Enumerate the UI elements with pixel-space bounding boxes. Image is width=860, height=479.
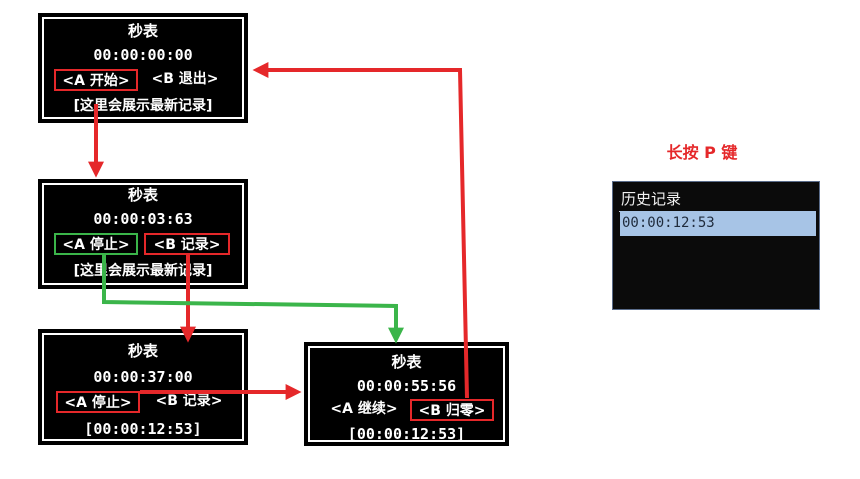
screen-title: 秒表	[127, 22, 158, 40]
latest-record-display: [00:00:12:53]	[84, 420, 202, 438]
long-press-caption: 长按 P 键	[666, 143, 738, 162]
stopwatch-screen-running: 秒表 00:00:03:63 <A 停止> <B 记录> [这里会展示最新记录]	[38, 179, 248, 289]
arrow-reset-to-initial	[252, 62, 469, 399]
screen-frame	[42, 333, 244, 441]
button-a-start: <A 开始>	[54, 69, 138, 91]
button-b-reset: <B 归零>	[410, 399, 494, 421]
screen-title: 秒表	[127, 342, 158, 360]
stopwatch-screen-initial: 秒表 00:00:00:00 <A 开始> <B 退出> [这里会展示最新记录]	[38, 13, 248, 123]
stopwatch-screen-paused: 秒表 00:00:55:56 <A 继续> <B 归零> [00:00:12:5…	[304, 342, 509, 446]
history-entry: 00:00:12:53	[620, 211, 816, 236]
screen-frame	[42, 183, 244, 285]
time-display: 00:00:03:63	[93, 210, 193, 228]
button-a-continue: <A 继续>	[330, 401, 398, 417]
button-b-record: <B 记录>	[155, 393, 223, 409]
history-screen: 历史记录	[612, 181, 820, 310]
latest-record-display: [这里会展示最新记录]	[73, 98, 213, 114]
button-a-stop: <A 停止>	[56, 391, 140, 413]
latest-record-display: [这里会展示最新记录]	[73, 263, 213, 279]
button-b-record: <B 记录>	[144, 233, 230, 255]
screen-frame	[308, 346, 505, 442]
screen-title: 秒表	[127, 186, 158, 204]
history-title: 历史记录	[621, 190, 682, 208]
time-display: 00:00:37:00	[93, 368, 193, 386]
button-b-exit: <B 退出>	[151, 71, 219, 87]
latest-record-display: [00:00:12:53]	[347, 425, 466, 443]
screen-title: 秒表	[391, 353, 422, 371]
time-display: 00:00:00:00	[93, 46, 193, 64]
button-a-stop: <A 停止>	[54, 233, 138, 255]
screen-frame	[42, 17, 244, 119]
time-display: 00:00:55:56	[356, 377, 457, 395]
arrow-stop-to-paused	[102, 255, 404, 344]
stopwatch-screen-recorded: 秒表 00:00:37:00 <A 停止> <B 记录> [00:00:12:5…	[38, 329, 248, 445]
